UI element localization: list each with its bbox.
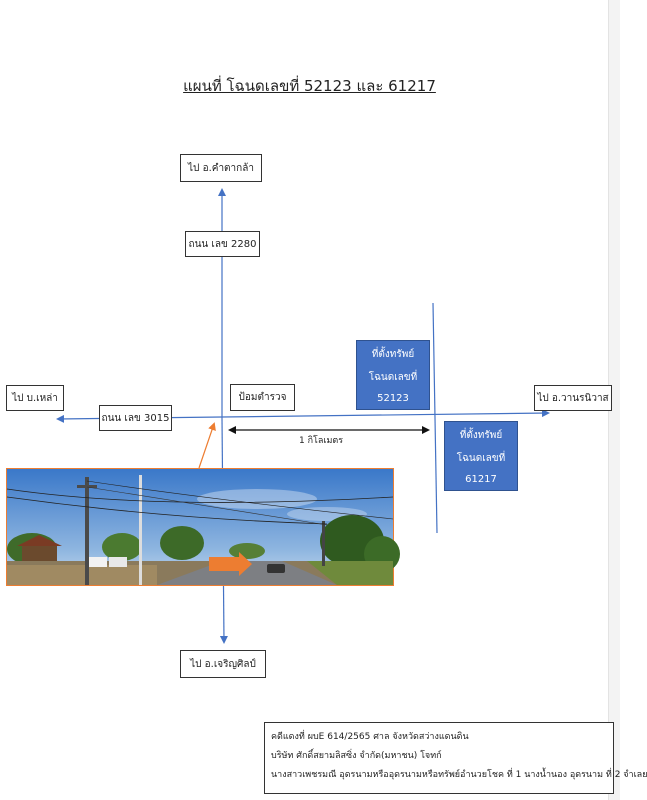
photo-pointer-arrow [198,422,216,469]
east-destination-label: ไป อ.วานรนิวาส [534,385,612,411]
parcel-61217: ที่ตั้งทรัพย์ โฉนดเลขที่ 61217 [444,421,518,491]
parcel-deed-label: โฉนดเลขที่ [368,371,418,383]
road-map [56,188,550,644]
distance-label: 1 กิโลเมตร [299,436,344,446]
plaintiff: บริษัท ศักดิ์สยามลิสซิ่ง จำกัด(มหาชน) โจ… [271,751,442,761]
parcel-label: ที่ตั้งทรัพย์ [459,429,503,441]
west-destination-label: ไป บ.เหล่า [6,385,64,411]
arrow-right-icon [209,552,252,576]
parcel-number: 61217 [465,473,497,485]
police-box-label: ป้อมตำรวจ [230,384,295,411]
page-title: แผนที่ โฉนดเลขที่ 52123 และ 61217 [183,77,436,95]
parcel-deed-label: โฉนดเลขที่ [456,452,506,464]
south-destination-label: ไป อ.เจริญศิลป์ [180,650,266,678]
road-secondary [432,302,438,534]
street-photo [6,468,400,586]
north-destination-label: ไป อ.คำตากล้า [180,154,262,182]
parcel-52123: ที่ตั้งทรัพย์ โฉนดเลขที่ 52123 [356,340,430,410]
road-2280-label: ถนน เลข 2280 [185,231,260,257]
road-east [221,409,550,418]
parcel-number: 52123 [377,392,409,404]
defendants: นางสาวเพชรมณี อุดรนามหรืออุดรนามหรือทรัพ… [271,770,647,780]
road-3015-label: ถนน เลข 3015 [99,405,172,431]
parcel-label: ที่ตั้งทรัพย์ [371,348,415,360]
case-info-box: คดีแดงที่ ผบE 614/2565 ศาล จังหวัดสว่างแ… [264,722,647,794]
case-number: คดีแดงที่ ผบE 614/2565 ศาล จังหวัดสว่างแ… [271,732,469,742]
